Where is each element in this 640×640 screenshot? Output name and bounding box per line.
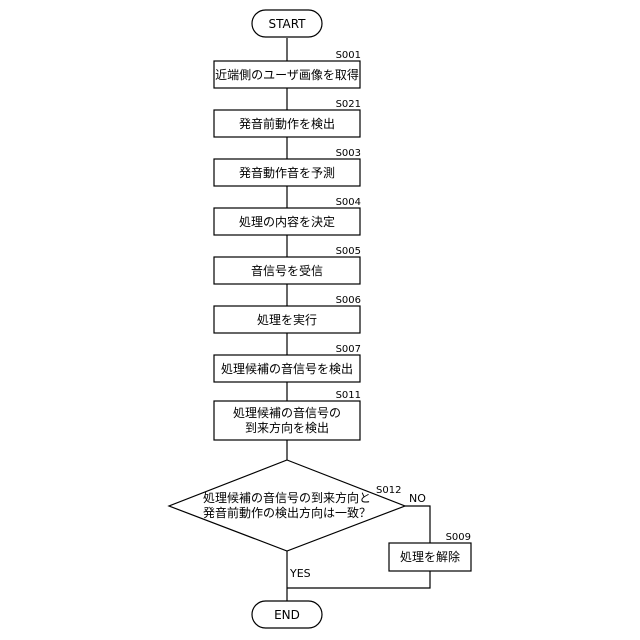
step-number: S011 xyxy=(336,390,361,401)
step-number: S012 xyxy=(376,485,401,496)
step-text-line1: 処理候補の音信号の xyxy=(233,405,341,420)
end-terminal: END xyxy=(252,601,322,628)
step-text: 近端側のユーザ画像を取得 xyxy=(215,67,359,82)
step-text: 発音前動作を検出 xyxy=(239,116,335,131)
step-text: 処理の内容を決定 xyxy=(239,214,335,229)
step-number: S003 xyxy=(336,148,361,159)
step-text: 処理を解除 xyxy=(400,549,460,564)
no-label: NO xyxy=(409,492,426,505)
no-branch-line xyxy=(405,506,430,543)
step-number: S001 xyxy=(336,50,361,61)
start-label: START xyxy=(268,17,306,31)
decision-text-line2: 発音前動作の検出方向は一致？ xyxy=(203,505,371,520)
decision-s012: 処理候補の音信号の到来方向と 発音前動作の検出方向は一致？ S012 NO YE… xyxy=(169,460,426,580)
step-text-line2: 到来方向を検出 xyxy=(245,420,329,435)
end-label: END xyxy=(274,608,300,622)
step-number: S005 xyxy=(336,246,361,257)
step-number: S021 xyxy=(336,99,361,110)
step-text: 処理を実行 xyxy=(257,312,317,327)
step-number: S009 xyxy=(446,532,471,543)
step-text: 音信号を受信 xyxy=(251,263,323,278)
step-number: S007 xyxy=(336,344,361,355)
step-number: S004 xyxy=(336,197,361,208)
step-text: 発音動作音を予測 xyxy=(239,165,335,180)
decision-text-line1: 処理候補の音信号の到来方向と xyxy=(203,490,371,505)
step-text: 処理候補の音信号を検出 xyxy=(221,361,353,376)
step-number: S006 xyxy=(336,295,361,306)
start-terminal: START xyxy=(252,10,322,37)
yes-label: YES xyxy=(289,567,311,580)
